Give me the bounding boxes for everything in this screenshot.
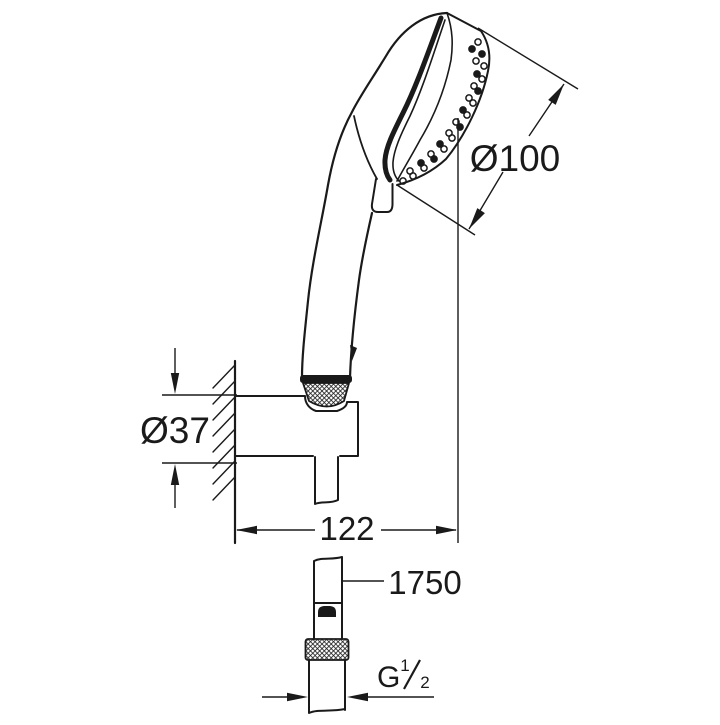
arrowhead-left	[347, 692, 368, 702]
dim-projection: 122	[236, 118, 459, 547]
label-escutcheon-diameter: Ø37	[140, 410, 210, 451]
arrowhead-left	[236, 525, 257, 535]
hose-tail	[308, 659, 346, 714]
dim-hose-length: 1750	[342, 564, 462, 601]
handle-end-cap	[300, 375, 352, 383]
dim-head-diameter: Ø100	[396, 27, 579, 236]
head-bottom-edge	[353, 115, 378, 180]
hose-segment-lower	[313, 556, 343, 640]
shower-head	[300, 11, 491, 408]
label-projection: 122	[319, 510, 374, 547]
arrowhead-up	[170, 464, 180, 485]
arrowhead-bottom	[469, 208, 485, 229]
arrowhead-right	[436, 525, 457, 535]
thread-slash	[403, 659, 421, 690]
dim-thread: G 1 2	[262, 656, 434, 702]
label-thread-g: G	[377, 661, 400, 694]
head-and-handle-outer-outline	[300, 11, 449, 379]
holder-body	[234, 395, 359, 457]
dim-escutcheon-diameter: Ø37	[140, 348, 237, 508]
label-head-diameter: Ø100	[470, 138, 561, 179]
hose-nut-knurled	[304, 638, 350, 661]
head-rim-band	[382, 15, 444, 183]
arrowhead-down	[170, 373, 180, 394]
arrowhead-right	[287, 692, 308, 702]
arrowhead-top	[548, 84, 564, 105]
spray-face-inner-edge	[396, 12, 453, 182]
ext-line-top	[477, 27, 579, 90]
cone-nut-knurled	[302, 382, 350, 408]
hanger-tab	[370, 178, 394, 213]
spray-face-outer-edge	[396, 12, 491, 186]
label-thread-numerator: 1	[400, 656, 409, 675]
label-thread-denominator: 2	[420, 673, 429, 692]
shower-hose	[304, 456, 350, 714]
wall-hatching	[212, 364, 236, 501]
head-rim-line	[392, 19, 446, 182]
ext-line-bottom	[396, 184, 476, 236]
wall-holder	[212, 359, 359, 545]
handle-flow-arrow	[350, 345, 357, 361]
spray-nozzles	[399, 38, 488, 185]
hose-segment-upper	[314, 456, 339, 505]
label-hose-length: 1750	[388, 564, 461, 601]
hose-end-detail	[318, 606, 336, 617]
